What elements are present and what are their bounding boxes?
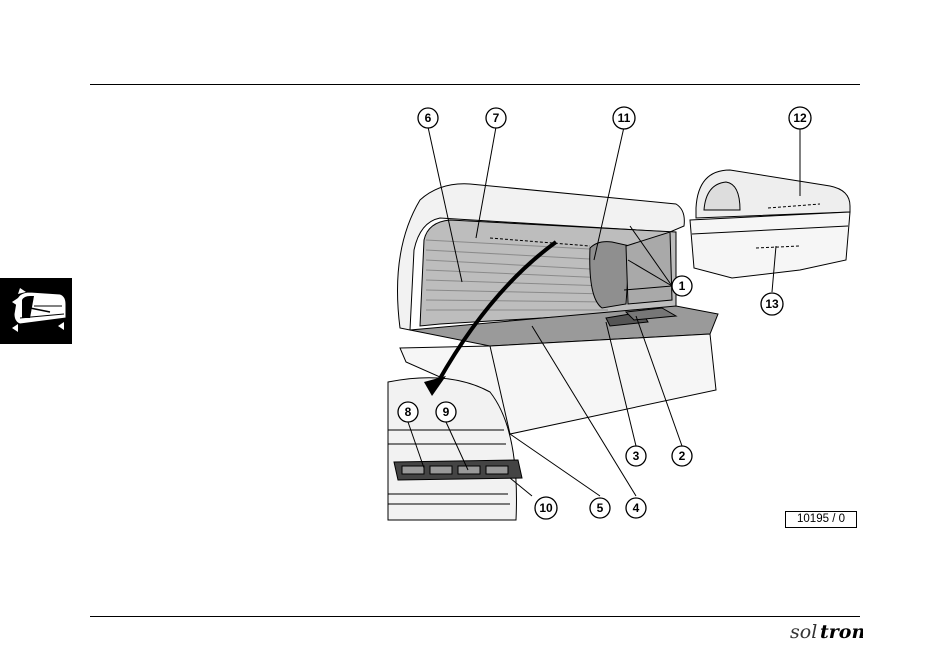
svg-text:10: 10 [539, 501, 553, 515]
callout-5: 5 [590, 498, 610, 518]
callout-2: 2 [672, 446, 692, 466]
header-rule [90, 84, 860, 85]
svg-text:7: 7 [493, 111, 500, 125]
svg-text:tron: tron [820, 621, 863, 643]
svg-text:6: 6 [425, 111, 432, 125]
svg-text:1: 1 [679, 279, 686, 293]
tanning-bed-icon [0, 278, 72, 344]
svg-text:8: 8 [405, 405, 412, 419]
callout-13: 13 [761, 293, 783, 315]
svg-text:3: 3 [633, 449, 640, 463]
svg-text:sol: sol [790, 621, 817, 643]
callout-3: 3 [626, 446, 646, 466]
svg-text:9: 9 [443, 405, 450, 419]
figure-reference: 10195 / 0 [785, 511, 857, 528]
callout-11: 11 [613, 107, 635, 129]
svg-text:2: 2 [679, 449, 686, 463]
svg-text:4: 4 [633, 501, 640, 515]
tanning-bed-drawing: 1 2 3 4 5 6 7 8 [380, 100, 860, 540]
callout-1: 1 [672, 276, 692, 296]
svg-text:11: 11 [618, 111, 631, 125]
soltron-logo: sol tron [788, 620, 863, 644]
soltron-logo-mark: sol tron [788, 620, 863, 644]
svg-text:5: 5 [597, 501, 604, 515]
callout-6: 6 [418, 108, 438, 128]
footer-rule [90, 616, 860, 617]
callout-10: 10 [535, 497, 557, 519]
callout-7: 7 [486, 108, 506, 128]
callout-9: 9 [436, 402, 456, 422]
svg-text:12: 12 [793, 111, 807, 125]
chapter-tab [0, 278, 72, 344]
callout-4: 4 [626, 498, 646, 518]
closed-bed-view [690, 170, 850, 278]
svg-text:13: 13 [765, 297, 779, 311]
callout-8: 8 [398, 402, 418, 422]
tanning-bed-figure: 1 2 3 4 5 6 7 8 [380, 100, 860, 540]
callout-12: 12 [789, 107, 811, 129]
